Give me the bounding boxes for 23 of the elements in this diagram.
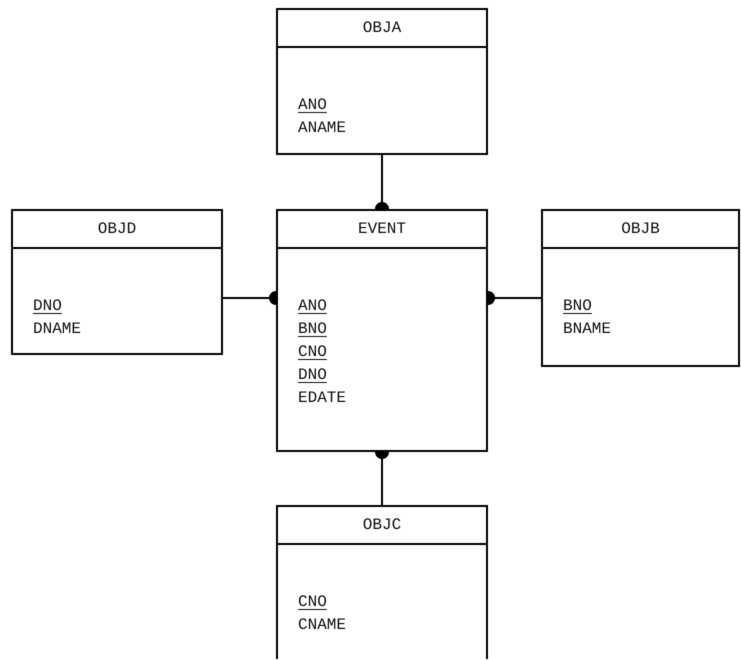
- attribute: CNAME: [298, 615, 346, 636]
- entity-name: OBJB: [621, 219, 660, 240]
- attribute: DNAME: [33, 319, 82, 340]
- entity-box: [541, 209, 740, 367]
- key-attribute: DNO: [33, 296, 62, 317]
- key-attribute: ANO: [298, 95, 327, 116]
- entity-name: EVENT: [358, 219, 406, 240]
- attribute: ANAME: [298, 118, 346, 139]
- key-attribute: ANO: [298, 296, 327, 317]
- key-attribute: CNO: [298, 592, 327, 613]
- attribute: BNAME: [563, 319, 612, 340]
- entity-box: [276, 8, 488, 155]
- entity-box: [11, 209, 223, 355]
- entity-name: OBJD: [98, 219, 136, 240]
- entity-name: OBJA: [362, 18, 402, 39]
- entity-box: [276, 505, 488, 659]
- key-attribute: BNO: [563, 296, 592, 317]
- entity-box: [276, 209, 488, 452]
- key-attribute: DNO: [298, 365, 327, 386]
- key-attribute: BNO: [298, 319, 327, 340]
- key-attribute: CNO: [298, 342, 327, 363]
- entity-name: OBJC: [362, 515, 402, 536]
- attribute: EDATE: [298, 388, 346, 409]
